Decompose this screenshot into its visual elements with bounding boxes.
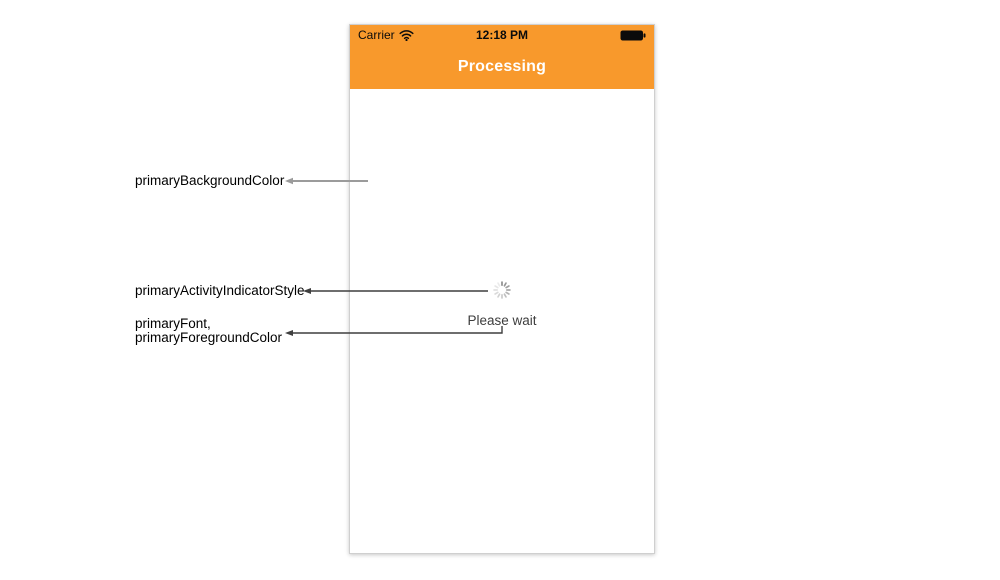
carrier-group: Carrier — [358, 28, 414, 42]
annotation-label-line-1: primaryFont, — [135, 316, 211, 331]
annotation-arrow-background-color — [285, 177, 368, 185]
wifi-icon — [399, 29, 414, 41]
annotation-label-primary-font-foreground-color: primaryFont, primaryForegroundColor — [135, 317, 282, 345]
please-wait-label: Please wait — [467, 313, 537, 328]
carrier-label: Carrier — [358, 28, 395, 42]
annotation-arrow-font-foreground — [285, 326, 503, 336]
status-bar: Carrier 12:18 PM — [350, 25, 654, 45]
battery-icon — [620, 30, 646, 40]
nav-bar: Carrier 12:18 PM Processing — [350, 25, 654, 89]
annotation-label-primary-background-color: primaryBackgroundColor — [135, 173, 285, 188]
screen-content: Please wait — [350, 89, 654, 553]
annotation-label-primary-activity-indicator-style: primaryActivityIndicatorStyle — [135, 283, 305, 298]
activity-indicator-icon — [493, 281, 511, 299]
annotation-label-line-2: primaryForegroundColor — [135, 330, 283, 345]
clock-label: 12:18 PM — [475, 28, 529, 42]
phone-frame: Carrier 12:18 PM Processing — [349, 24, 655, 554]
annotation-arrow-activity-indicator — [303, 288, 488, 294]
nav-bar-title: Processing — [457, 58, 547, 75]
